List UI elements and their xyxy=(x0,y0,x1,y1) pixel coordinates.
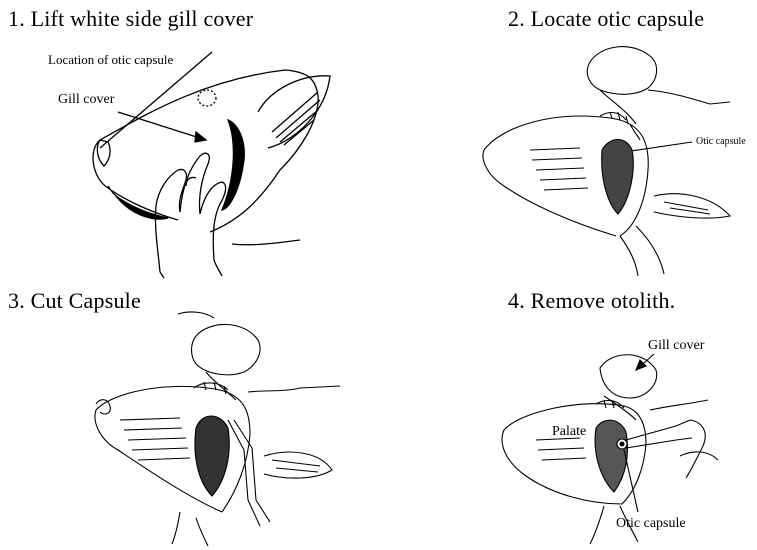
step-1-panel: 1. Lift white side gill cover Location o… xyxy=(0,0,380,280)
fish-head-with-hand-illustration xyxy=(0,0,380,280)
otolith-removal-with-tweezers-illustration xyxy=(440,280,757,550)
opened-fish-head-illustration xyxy=(440,0,757,280)
step-3-panel: 3. Cut Capsule xyxy=(0,280,380,550)
cut-capsule-illustration xyxy=(0,280,380,550)
step-4-panel: 4. Remove otolith. Gill cover Palate Oti… xyxy=(440,280,757,550)
step-2-panel: 2. Locate otic capsule Otic capsule xyxy=(440,0,757,280)
